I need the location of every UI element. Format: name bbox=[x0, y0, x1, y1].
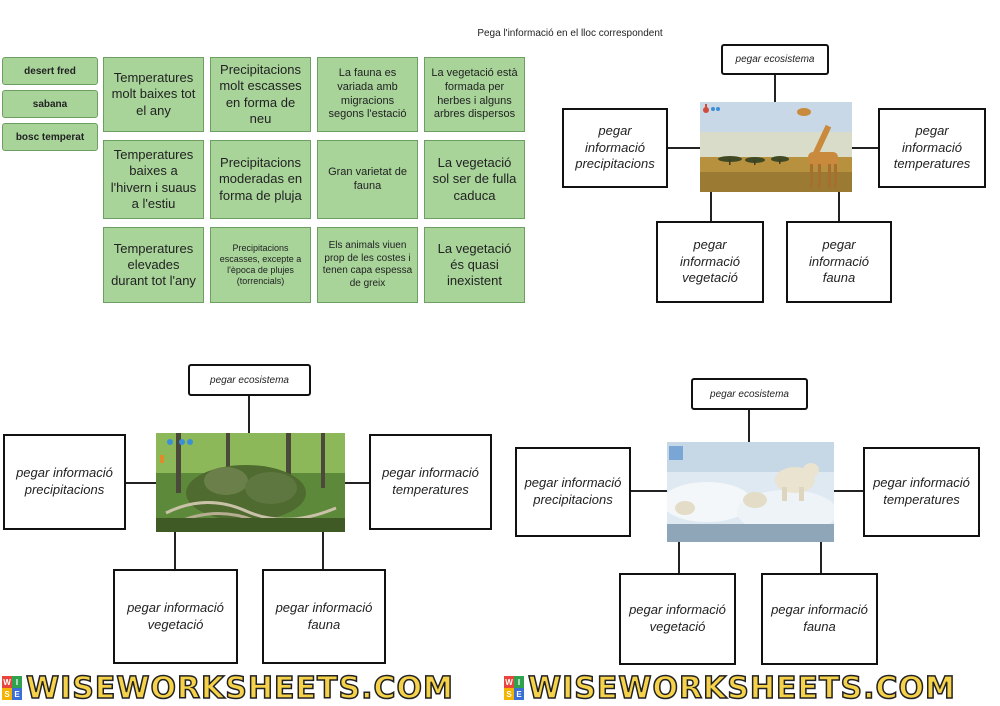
drop-zone-ecosystem[interactable]: pegar ecosistema bbox=[691, 378, 808, 410]
drop-zone-temperature[interactable]: pegar informació temperatures bbox=[369, 434, 492, 530]
drop-zone-precipitation[interactable]: pegar informació precipitacions bbox=[515, 447, 631, 537]
drop-zone-vegetation[interactable]: pegar informació vegetació bbox=[656, 221, 764, 303]
connector-line bbox=[710, 192, 712, 222]
page-instruction: Pega l'informació en el lloc corresponde… bbox=[477, 28, 663, 39]
drop-zone-temperature[interactable]: pegar informació temperatures bbox=[878, 108, 986, 188]
watermark-text: WISEWORKSHEETS.COM bbox=[25, 670, 454, 706]
drop-zone-fauna[interactable]: pegar informació fauna bbox=[262, 569, 386, 664]
info-tile[interactable]: La vegetació està formada per herbes i a… bbox=[424, 57, 525, 132]
watermark: W I S E WISEWORKSHEETS.COM bbox=[504, 670, 998, 706]
info-tile[interactable]: Precipitacions molt escasses en forma de… bbox=[210, 57, 311, 132]
info-tile[interactable]: Els animals viuen prop de les costes i t… bbox=[317, 227, 418, 303]
label-sabana[interactable]: sabana bbox=[2, 90, 98, 118]
drop-zone-vegetation[interactable]: pegar informació vegetació bbox=[619, 573, 736, 665]
savanna-photo bbox=[700, 102, 852, 192]
connector-line bbox=[834, 490, 864, 492]
drop-zone-vegetation[interactable]: pegar informació vegetació bbox=[113, 569, 238, 664]
connector-line bbox=[838, 192, 840, 222]
info-tile[interactable]: La vegetació és quasi inexistent bbox=[424, 227, 525, 303]
label-desert-fred[interactable]: desert fred bbox=[2, 57, 98, 85]
connector-line bbox=[630, 490, 667, 492]
forest-photo bbox=[156, 433, 345, 532]
drop-zone-temperature[interactable]: pegar informació temperatures bbox=[863, 447, 980, 537]
connector-line bbox=[748, 410, 750, 442]
info-tile[interactable]: Temperatures baixes a l'hivern i suaus a… bbox=[103, 140, 204, 219]
connector-line bbox=[345, 482, 371, 484]
connector-line bbox=[322, 532, 324, 570]
connector-line bbox=[667, 147, 700, 149]
connector-line bbox=[248, 396, 250, 433]
drop-zone-fauna[interactable]: pegar informació fauna bbox=[786, 221, 892, 303]
watermark-text: WISEWORKSHEETS.COM bbox=[527, 670, 956, 706]
watermark-logo: W I S E bbox=[2, 676, 22, 700]
info-tile[interactable]: Precipitacions moderadas en forma de plu… bbox=[210, 140, 311, 219]
connector-line bbox=[774, 74, 776, 102]
info-tile[interactable]: Temperatures molt baixes tot el any bbox=[103, 57, 204, 132]
connector-line bbox=[124, 482, 156, 484]
info-tile[interactable]: La fauna es variada amb migracions segon… bbox=[317, 57, 418, 132]
info-tile[interactable]: La vegetació sol ser de fulla caduca bbox=[424, 140, 525, 219]
drop-zone-precipitation[interactable]: pegar informació precipitacions bbox=[562, 108, 668, 188]
watermark-logo: W I S E bbox=[504, 676, 524, 700]
drop-zone-precipitation[interactable]: pegar informació precipitacions bbox=[3, 434, 126, 530]
info-tile[interactable]: Gran varietat de fauna bbox=[317, 140, 418, 219]
connector-line bbox=[678, 541, 680, 575]
label-bosc-temperat[interactable]: bosc temperat bbox=[2, 123, 98, 151]
info-tile[interactable]: Precipitacions escasses, excepte a l'èpo… bbox=[210, 227, 311, 303]
info-tile[interactable]: Temperatures elevades durant tot l'any bbox=[103, 227, 204, 303]
polar-photo bbox=[667, 442, 834, 542]
connector-line bbox=[174, 532, 176, 570]
connector-line bbox=[820, 541, 822, 575]
drop-zone-ecosystem[interactable]: pegar ecosistema bbox=[721, 44, 829, 75]
drop-zone-ecosystem[interactable]: pegar ecosistema bbox=[188, 364, 311, 396]
connector-line bbox=[852, 147, 880, 149]
drop-zone-fauna[interactable]: pegar informació fauna bbox=[761, 573, 878, 665]
watermark: W I S E WISEWORKSHEETS.COM bbox=[2, 670, 496, 706]
